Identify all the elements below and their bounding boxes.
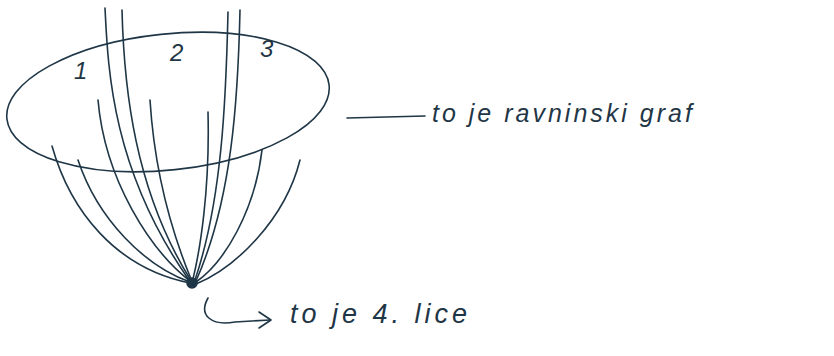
graph-edge (150, 100, 191, 279)
region-number: 1 (74, 58, 87, 84)
graph-edge (196, 160, 300, 284)
graph-edge (78, 160, 190, 282)
arrow-head (259, 312, 271, 328)
note-text: to je 4. lice (290, 300, 471, 330)
region-number: 2 (170, 40, 183, 66)
vertex-dot (187, 278, 197, 288)
region-number: 3 (260, 36, 273, 62)
graph-edge (122, 10, 190, 279)
pointer-arrow (205, 298, 270, 323)
leader-line (347, 116, 425, 118)
graph-edge (196, 150, 262, 282)
note-text: to je ravninski graf (432, 100, 695, 128)
graph-edge (196, 10, 240, 281)
plane-ellipse (0, 17, 336, 186)
